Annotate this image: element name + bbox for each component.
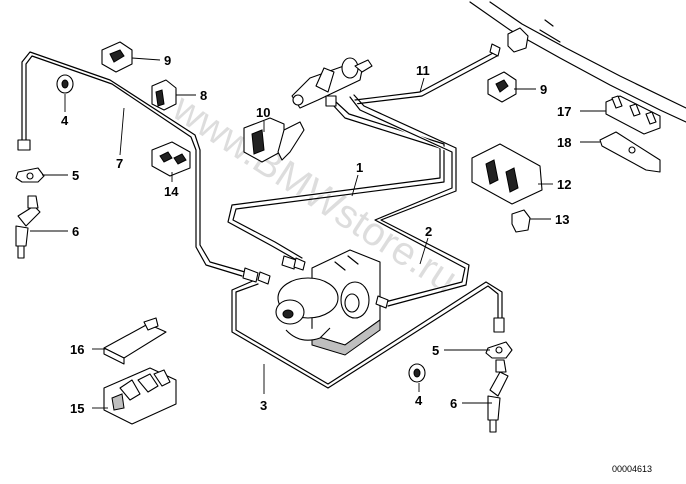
brake-line-7 — [21, 51, 246, 273]
callout-4-left: 4 — [61, 113, 69, 128]
callout-4-bottom: 4 — [415, 393, 423, 408]
leader-lines — [30, 57, 606, 409]
holder-15 — [103, 367, 177, 425]
callout-6-right: 6 — [450, 396, 457, 411]
callout-16: 16 — [70, 342, 84, 357]
callout-10: 10 — [256, 105, 270, 120]
clip-13 — [511, 209, 531, 233]
brake-lines — [20, 50, 503, 390]
callout-6-left: 6 — [72, 224, 79, 239]
callout-14: 14 — [164, 184, 179, 199]
callout-5-left: 5 — [72, 168, 79, 183]
bracket-18 — [599, 131, 661, 173]
bracket-16 — [103, 317, 167, 365]
callout-7: 7 — [116, 156, 123, 171]
holder-9-right — [487, 71, 517, 103]
callout-2: 2 — [425, 224, 432, 239]
master-cylinder — [291, 57, 373, 109]
callout-9-right: 9 — [540, 82, 547, 97]
hose-right — [487, 359, 509, 433]
callout-11: 11 — [416, 63, 430, 78]
block-14 — [151, 141, 191, 177]
brake-line-1 — [227, 103, 441, 263]
grommet-bottom — [408, 363, 426, 383]
callout-9-left: 9 — [164, 53, 171, 68]
callout-15: 15 — [70, 401, 84, 416]
frame-rail — [469, 1, 686, 123]
bracket-10 — [243, 117, 305, 163]
callouts: 1 2 3 4 4 5 5 6 6 7 8 9 9 10 11 12 13 14… — [61, 53, 571, 416]
callout-5-right: 5 — [432, 343, 439, 358]
holder-12 — [471, 143, 543, 205]
callout-13: 13 — [555, 212, 569, 227]
holder-9-left — [101, 41, 133, 73]
bracket-8 — [151, 79, 177, 111]
holder-17 — [605, 95, 661, 135]
callout-8: 8 — [200, 88, 207, 103]
callout-18: 18 — [557, 135, 571, 150]
hose-left — [15, 195, 41, 259]
callout-1: 1 — [356, 160, 363, 175]
pipe-fittings — [17, 43, 505, 333]
callout-12: 12 — [557, 177, 571, 192]
grommet-left — [56, 74, 74, 94]
callout-3: 3 — [260, 398, 267, 413]
abs-hydraulic-unit — [275, 249, 381, 356]
clip-left — [15, 167, 45, 183]
callout-17: 17 — [557, 104, 571, 119]
clip-right — [485, 341, 513, 359]
brake-line-3 — [231, 279, 499, 389]
brake-line-2 — [349, 96, 466, 303]
reference-number: 00004613 — [612, 464, 652, 474]
